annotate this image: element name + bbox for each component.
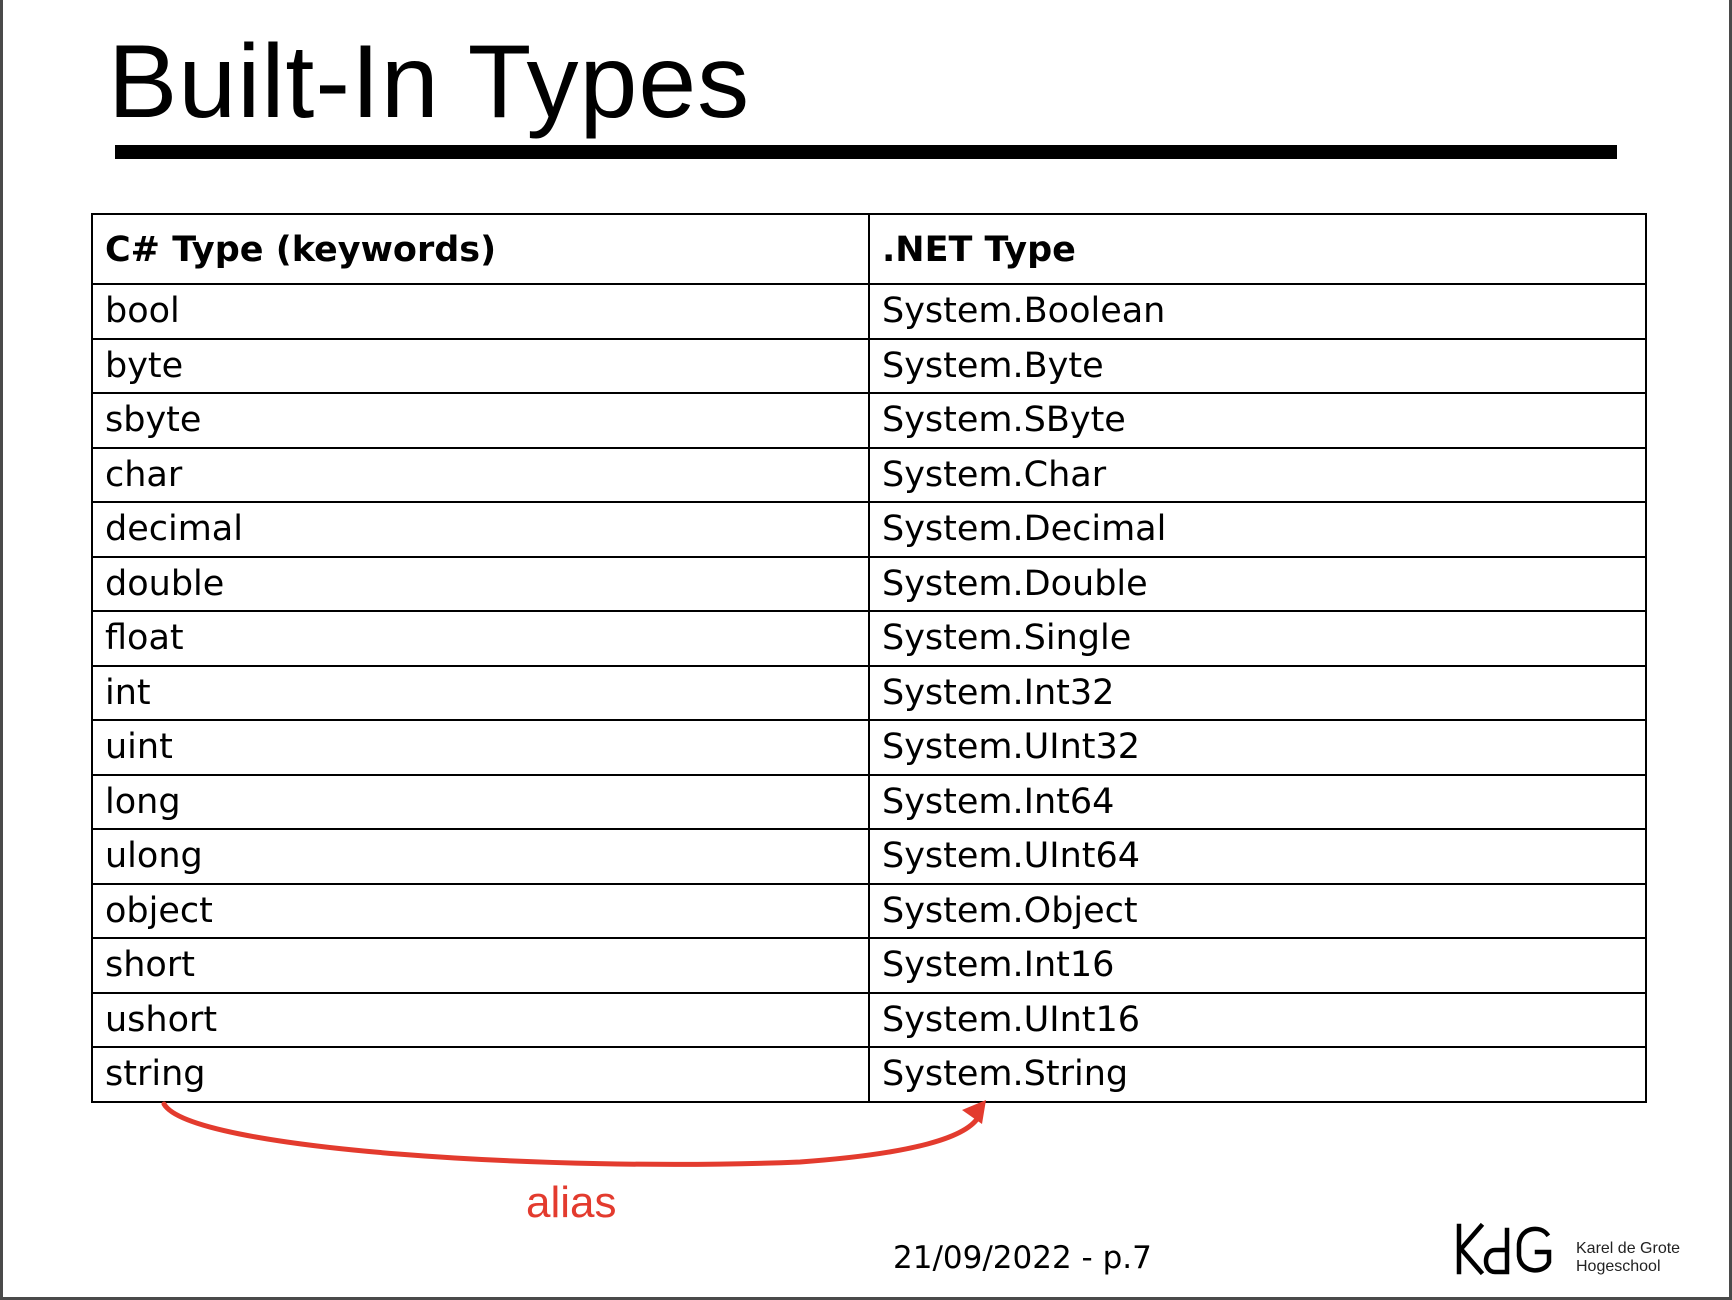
csharp-keyword-cell: ushort [91,991,870,1048]
dotnet-type-cell: System.String [868,1046,1647,1103]
csharp-keyword-cell: char [91,446,870,503]
csharp-keyword-cell: byte [91,337,870,394]
table-row: double System.Double [91,555,1647,612]
table-row: uint System.UInt32 [91,719,1647,776]
csharp-keyword-cell: decimal [91,501,870,558]
csharp-keyword-cell: string [91,1046,870,1103]
title-underline [115,145,1617,159]
csharp-keyword-cell: short [91,937,870,994]
dotnet-type-cell: System.Int64 [868,773,1647,830]
alias-arrow-icon [161,1100,986,1167]
table-row: int System.Int32 [91,664,1647,721]
table-row: float System.Single [91,610,1647,667]
dotnet-type-cell: System.UInt32 [868,719,1647,776]
alias-label: alias [526,1178,617,1227]
table-row: sbyte System.SByte [91,392,1647,449]
dotnet-type-cell: System.SByte [868,392,1647,449]
csharp-keyword-cell: double [91,555,870,612]
table-row: char System.Char [91,446,1647,503]
csharp-keyword-cell: uint [91,719,870,776]
csharp-keyword-cell: int [91,664,870,721]
csharp-keyword-cell: sbyte [91,392,870,449]
types-table: C# Type (keywords) .NET Type bool System… [91,213,1647,1103]
csharp-keyword-cell: bool [91,283,870,340]
dotnet-type-cell: System.UInt64 [868,828,1647,885]
table-row: decimal System.Decimal [91,501,1647,558]
column-header-dotnet-type: .NET Type [868,213,1647,285]
table-row: object System.Object [91,882,1647,939]
slide-border-left [0,0,3,1300]
csharp-keyword-cell: object [91,882,870,939]
footer-date-page: 21/09/2022 - p.7 [893,1240,1152,1276]
dotnet-type-cell: System.Object [868,882,1647,939]
slide-border-right [1729,0,1732,1300]
dotnet-type-cell: System.Double [868,555,1647,612]
kdg-logo-icon [1456,1222,1552,1276]
logo-wordmark: Karel de Grote Hogeschool [1576,1240,1680,1276]
slide-border-bottom [0,1297,1732,1300]
table-row: short System.Int16 [91,937,1647,994]
dotnet-type-cell: System.Char [868,446,1647,503]
logo-line-1: Karel de Grote [1576,1240,1681,1257]
dotnet-type-cell: System.Decimal [868,501,1647,558]
table-row: bool System.Boolean [91,283,1647,340]
column-header-csharp-type: C# Type (keywords) [91,213,870,285]
csharp-keyword-cell: long [91,773,870,830]
dotnet-type-cell: System.Byte [868,337,1647,394]
dotnet-type-cell: System.UInt16 [868,991,1647,1048]
table-header-row: C# Type (keywords) .NET Type [91,213,1647,285]
table-row: byte System.Byte [91,337,1647,394]
table-row: ushort System.UInt16 [91,991,1647,1048]
dotnet-type-cell: System.Boolean [868,283,1647,340]
table-row: string System.String [91,1046,1647,1103]
dotnet-type-cell: System.Int16 [868,937,1647,994]
dotnet-type-cell: System.Int32 [868,664,1647,721]
table-row: long System.Int64 [91,773,1647,830]
slide-title: Built-In Types [108,24,751,140]
logo-line-2: Hogeschool [1576,1258,1661,1275]
csharp-keyword-cell: ulong [91,828,870,885]
dotnet-type-cell: System.Single [868,610,1647,667]
csharp-keyword-cell: float [91,610,870,667]
table-row: ulong System.UInt64 [91,828,1647,885]
